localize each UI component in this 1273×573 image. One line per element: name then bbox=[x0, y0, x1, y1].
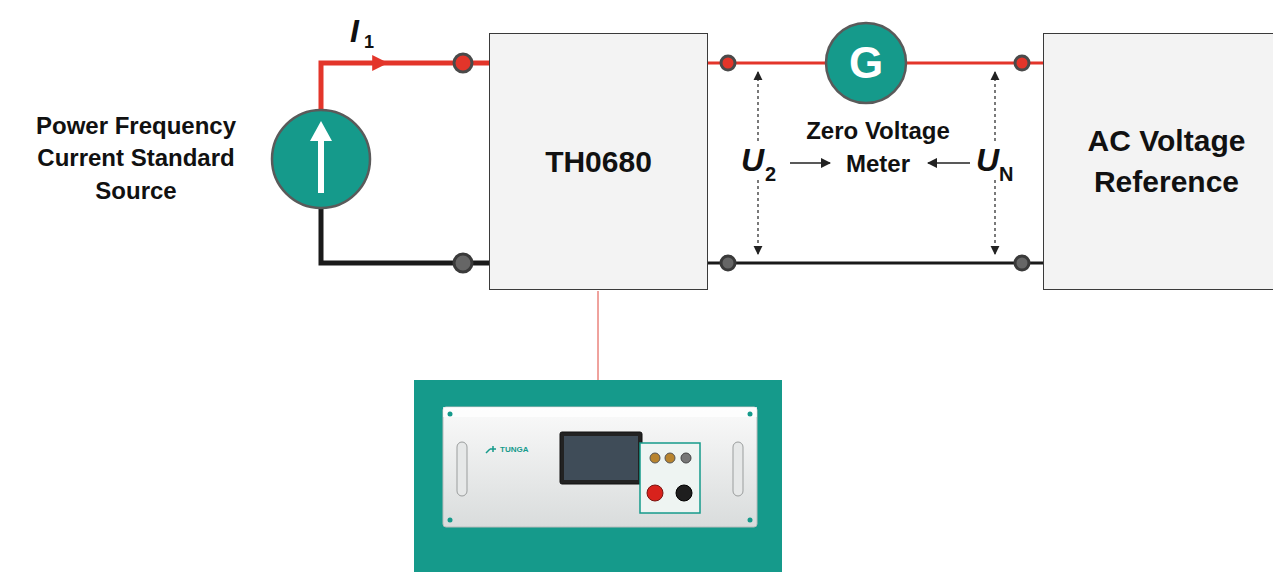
red-terminal bbox=[454, 54, 472, 72]
signal-symbol: 1 bbox=[364, 33, 374, 53]
handle bbox=[733, 442, 743, 496]
screw bbox=[748, 518, 753, 523]
connector-knob bbox=[681, 453, 691, 463]
device-screen bbox=[560, 432, 642, 484]
black-binding-post bbox=[676, 485, 692, 501]
screw bbox=[448, 518, 453, 523]
photo-frame bbox=[414, 380, 782, 572]
signal-symbol: I bbox=[350, 14, 359, 49]
black-terminal bbox=[454, 254, 472, 272]
lead-line bbox=[598, 291, 599, 380]
device-front bbox=[443, 407, 757, 527]
signal-symbol: 2 bbox=[764, 163, 777, 185]
instrument-box: TH0680 bbox=[489, 33, 708, 290]
brand-logo-text: TUNGA bbox=[500, 446, 528, 455]
screw bbox=[448, 412, 453, 417]
terminal-panel bbox=[640, 443, 700, 513]
circle-body bbox=[826, 23, 906, 103]
handle bbox=[457, 442, 467, 496]
pointer-arrow bbox=[790, 162, 830, 164]
device-photo bbox=[414, 380, 782, 572]
wire bbox=[708, 262, 1043, 265]
box-title: TH0680 bbox=[535, 142, 662, 181]
connector-knob bbox=[665, 453, 675, 463]
red-terminal bbox=[1015, 56, 1029, 70]
signal-symbol: U bbox=[740, 143, 765, 178]
circle-body bbox=[272, 110, 370, 208]
signal-symbol: N bbox=[998, 163, 1014, 185]
red-terminal bbox=[721, 56, 735, 70]
node-label: Power Frequency Current Standard Source bbox=[16, 110, 256, 207]
source-symbol: Power Frequency Current Standard Source bbox=[270, 108, 372, 210]
instrument-box: AC Voltage Reference bbox=[1043, 33, 1273, 290]
connector-knob bbox=[650, 453, 660, 463]
node-label: Zero Voltage Meter bbox=[793, 114, 963, 180]
wire-connector bbox=[321, 55, 489, 108]
current-arrow bbox=[310, 121, 332, 193]
black-terminal bbox=[721, 256, 735, 270]
arrowhead bbox=[372, 55, 388, 71]
logo-mark bbox=[486, 446, 496, 453]
device-top-band bbox=[443, 407, 757, 417]
node-label: G bbox=[839, 41, 893, 85]
black-terminal bbox=[1015, 256, 1029, 270]
signal-symbol: U bbox=[975, 143, 1000, 178]
circle-outline bbox=[270, 108, 372, 210]
meter-symbol: GZero Voltage Meter bbox=[824, 21, 908, 105]
red-binding-post bbox=[647, 485, 663, 501]
pointer-arrow bbox=[928, 162, 970, 164]
wire-connector bbox=[708, 263, 1043, 264]
screw bbox=[748, 412, 753, 417]
box-title: AC Voltage Reference bbox=[1044, 121, 1273, 202]
screen-glass bbox=[564, 436, 638, 480]
